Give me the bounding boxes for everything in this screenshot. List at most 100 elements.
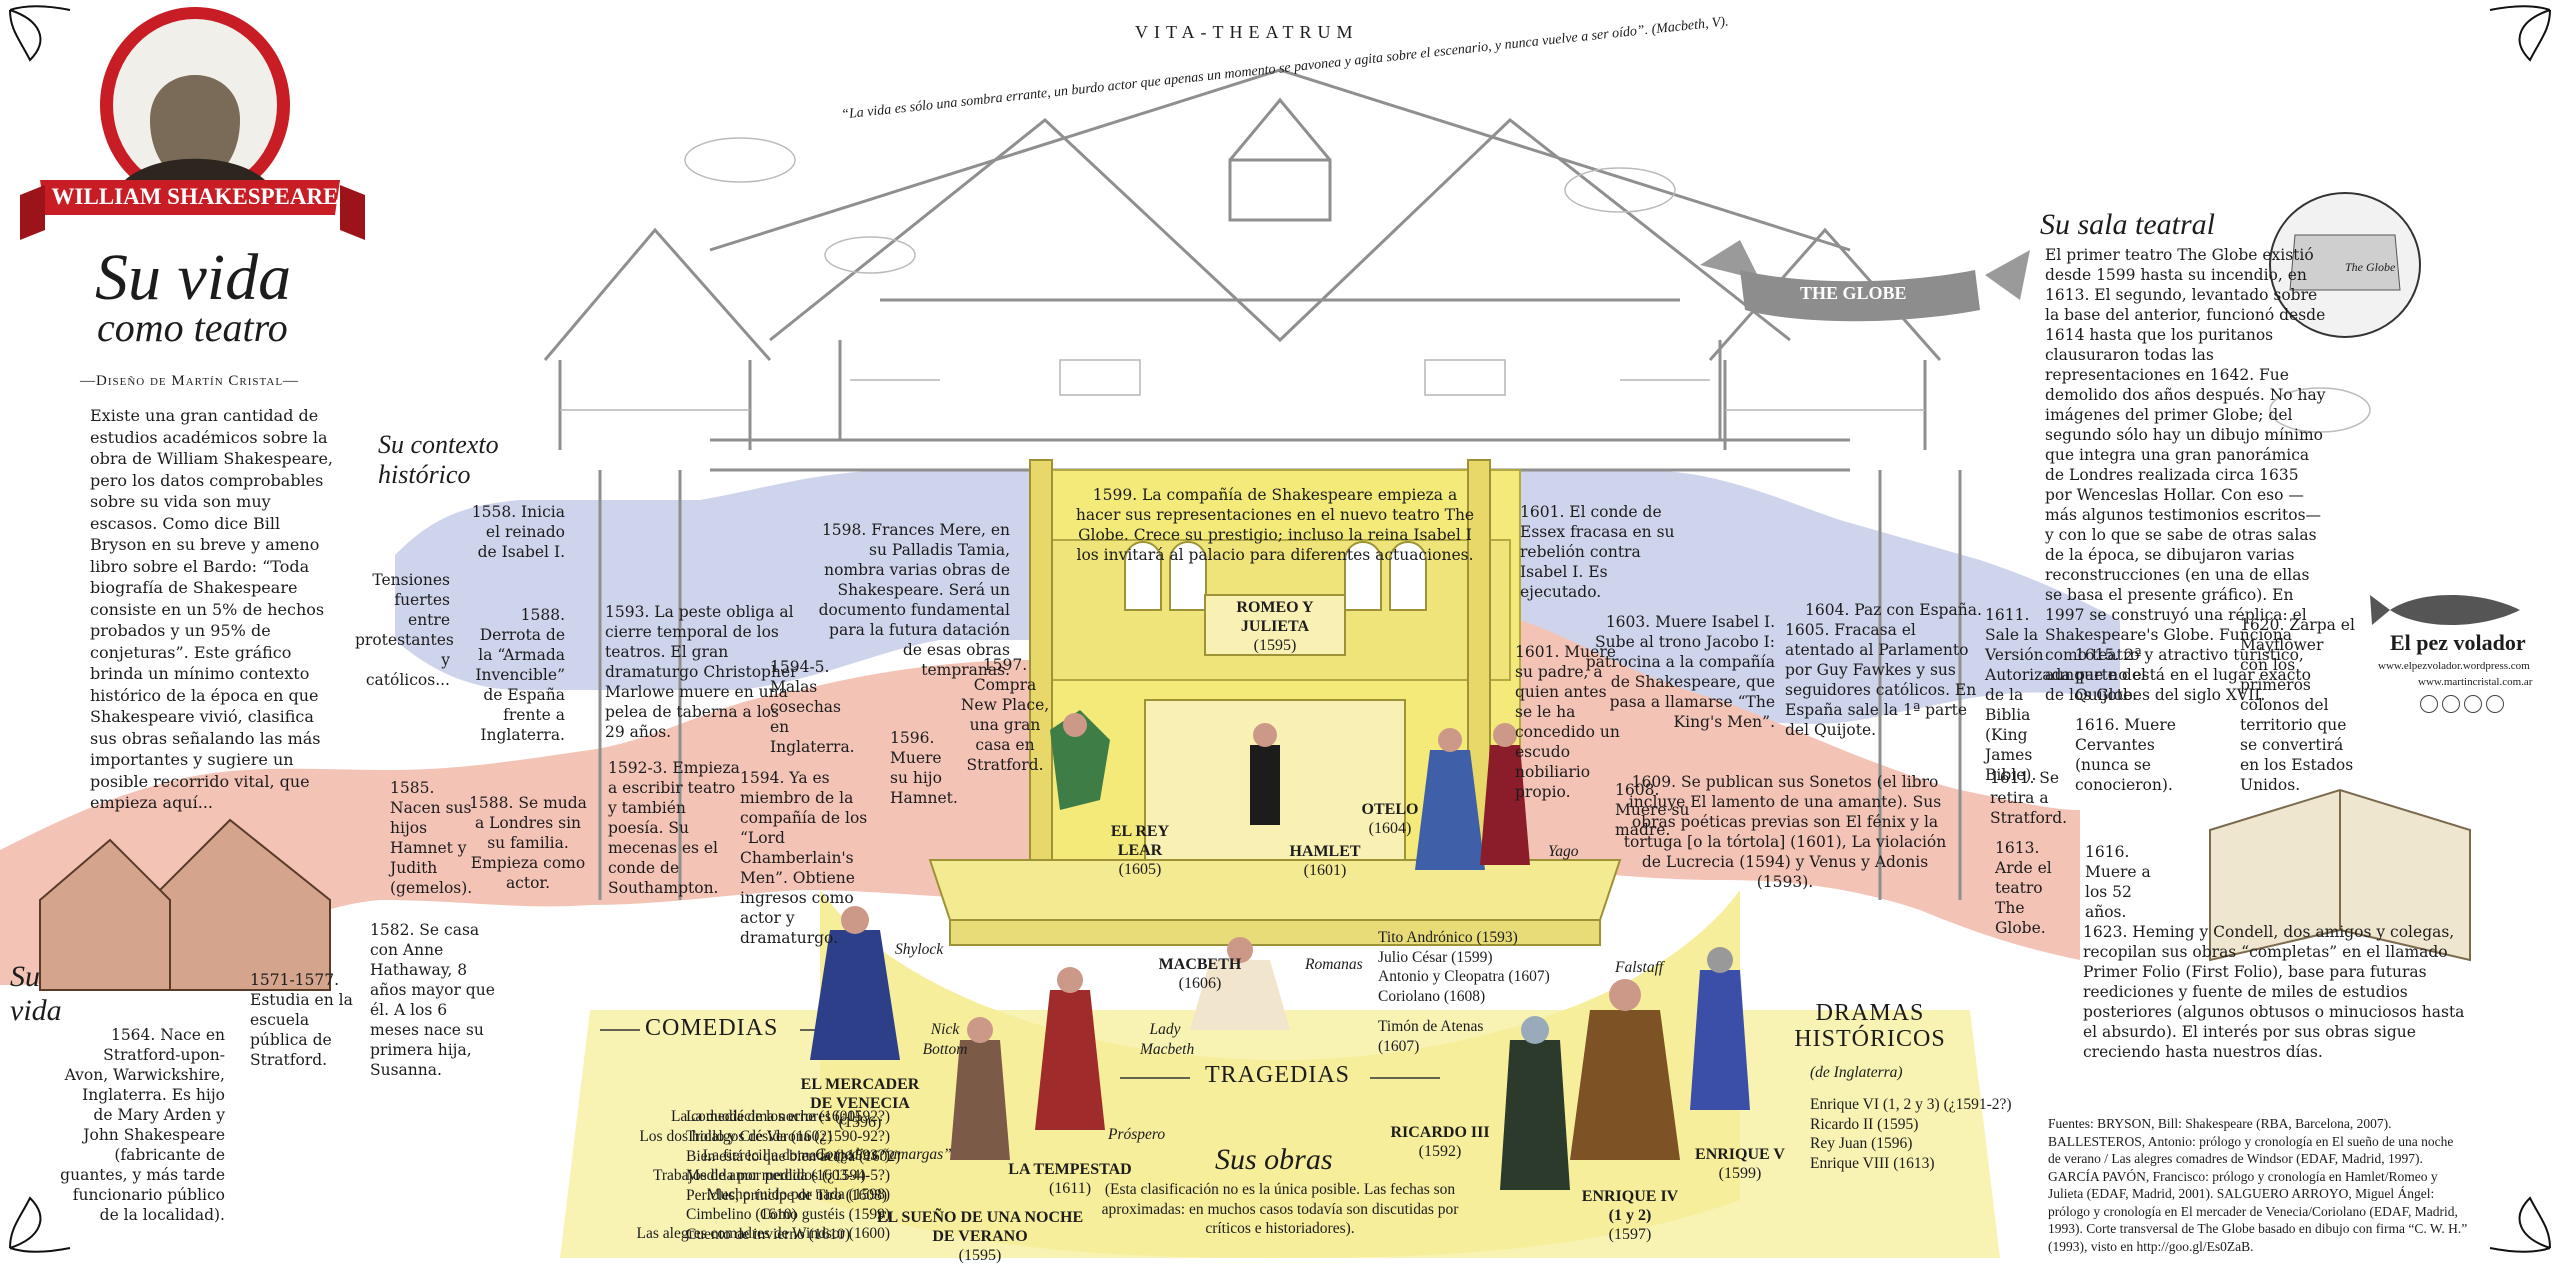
list-item: Enrique VIII (1613) <box>1810 1154 1935 1172</box>
life-1616: 1616. Muere a los 52 años. <box>2085 843 2151 921</box>
list-item: La comedia de los errores (¿1592?) <box>670 1108 890 1125</box>
page-subtitle: como teatro <box>97 305 288 350</box>
character-falstaff: Falstaff <box>1615 959 1664 976</box>
intro-text: Existe una gran cantidad de estudios aca… <box>90 406 334 812</box>
list-item: La duodécima noche (1600) <box>686 1108 861 1125</box>
life-1613: 1613. Arde el teatro The Globe. <box>1995 839 2052 937</box>
play-ricardo3-year: (1592) <box>1418 1143 1462 1160</box>
play-macbeth-title: MACBETH <box>1158 956 1242 973</box>
play-enrique4-title: ENRIQUE IV (1 y 2) <box>1581 1188 1679 1224</box>
category-tragedias: TRAGEDIAS <box>1205 1062 1350 1088</box>
brand-name: El pez volador <box>2390 630 2526 655</box>
character-yago: Yago <box>1548 843 1579 860</box>
life-1623: 1623. Heming y Condell, dos amigos y col… <box>2083 923 2465 1061</box>
play-mercader-year: (1596) <box>838 1114 882 1131</box>
romanas-list: Tito Andrónico (1593) Julio César (1599)… <box>1378 928 1578 1006</box>
life-1594: 1594. Ya es miembro de la compañía de lo… <box>740 769 868 947</box>
play-lear-title: EL REY LEAR <box>1110 823 1170 859</box>
list-item: Pericles, príncipe de Tiro (1608) <box>686 1186 888 1204</box>
play-hamlet-title: HAMLET <box>1289 843 1361 860</box>
comedias-list: La comedia de los errores (¿1592?) Los d… <box>570 1107 890 1244</box>
event-1611-bible: 1611. Sale la Versión Autorizada de la B… <box>1985 606 2071 784</box>
event-1603: 1603. Muere Isabel I. Sube al trono Jaco… <box>1585 613 1775 731</box>
play-romeo: ROMEO Y JULIETA (1595) <box>1205 598 1345 655</box>
timon-item: Timón de Atenas (1607) <box>1378 1018 1484 1055</box>
play-ricardo3-title: RICARDO III <box>1390 1124 1490 1141</box>
play-sueno-year: (1595) <box>958 1247 1002 1264</box>
globe-sketch-caption: The Globe <box>2345 260 2396 274</box>
character-lady-macbeth: Lady Macbeth <box>1140 1021 1195 1058</box>
event-1599: 1599. La compañía de Shakespeare empieza… <box>1075 486 1475 564</box>
romanas-label: Romanas <box>1305 956 1363 973</box>
life-1608: 1608. Muere su madre. <box>1615 781 1690 839</box>
event-1615: 1615. 2ª parte del Quijote. <box>2075 646 2146 704</box>
play-ricardo3: RICARDO III (1592) <box>1385 1123 1495 1161</box>
list-item: Antonio y Cleopatra (1607) <box>1378 968 1550 985</box>
life-1596: 1596. Muere su hijo Hamnet. <box>890 729 958 807</box>
historicos-list: Enrique VI (1, 2 y 3) (¿1591-2?) Ricardo… <box>1810 1095 2050 1173</box>
portrait-banner: WILLIAM SHAKESPEARE <box>51 184 339 209</box>
list-item: Cuento de invierno (1610) <box>686 1225 851 1243</box>
play-hamlet: HAMLET (1601) <box>1285 842 1365 880</box>
play-lear-year: (1605) <box>1118 861 1162 878</box>
play-enrique5: ENRIQUE V (1599) <box>1690 1145 1790 1183</box>
brand-url-blog[interactable]: www.elpezvolador.wordpress.com <box>2378 660 2530 672</box>
amargas-list-2: Troilo y Crésida (1602) <box>686 1107 916 1127</box>
life-1597: 1597. Compra New Place, una gran casa en… <box>960 656 1050 774</box>
list-item: Mucho ruido por nada (1598) <box>706 1186 890 1203</box>
section-context: Su contexto histórico <box>378 430 499 489</box>
category-historicos-line1: DRAMAS <box>1815 1000 1925 1026</box>
event-1588-armada: 1588. Derrota de la “Armada Invencible” … <box>475 606 565 744</box>
life-1582: 1582. Se casa con Anne Hathaway, 8 años … <box>370 921 495 1079</box>
category-comedias: COMEDIAS <box>645 1015 779 1041</box>
event-1605: 1605. Fracasa el atentado al Parlamento … <box>1785 621 1977 739</box>
event-tensions: Tensiones fuertes entre protestantes y c… <box>355 571 454 689</box>
play-romeo-title: ROMEO Y JULIETA <box>1236 599 1314 635</box>
list-item: Cimbelino (1610) <box>686 1206 797 1223</box>
event-1604: 1604. Paz con España. <box>1805 601 1982 619</box>
list-item: Medida por medida (1603-4) <box>686 1167 866 1184</box>
theatre-title: VITA-THEATRUM <box>1135 22 1359 42</box>
play-lear: EL REY LEAR (1605) <box>1100 822 1180 879</box>
list-item: Rey Juan (1596) <box>1810 1135 1913 1152</box>
play-sueno-title: EL SUEÑO DE UNA NOCHE DE VERANO <box>876 1209 1084 1245</box>
list-item: Julio César (1599) <box>1378 948 1493 966</box>
play-enrique4-year: (1597) <box>1608 1226 1652 1243</box>
globe-history-text: El primer teatro The Globe existió desde… <box>2045 246 2326 704</box>
sources-text: Fuentes: BRYSON, Bill: Shakespeare (RBA,… <box>2048 1116 2468 1254</box>
list-item: Como gustéis (1599) <box>759 1205 890 1223</box>
list-item: Bien está lo que bien acaba (1602) <box>686 1147 901 1165</box>
event-1601-essex: 1601. El conde de Essex fracasa en su re… <box>1520 503 1675 601</box>
list-item: La fierecilla domada (¿1593?) <box>702 1147 890 1164</box>
works-note: (Esta clasificación no es la única posib… <box>1101 1181 1459 1237</box>
amargas-items-col: Troilo y Crésida (1602) Bien está lo que… <box>686 1127 916 1244</box>
play-otelo: OTELO (1604) <box>1350 800 1430 838</box>
list-item: Ricardo II (1595) <box>1810 1115 1919 1133</box>
play-otelo-title: OTELO <box>1361 801 1419 818</box>
list-item: Los dos hidalgos de Verona (¿1590-92?) <box>639 1127 890 1145</box>
play-macbeth-year: (1606) <box>1178 975 1222 992</box>
historicos-subtitle: (de Inglaterra) <box>1810 1064 1903 1081</box>
event-1616-cervantes: 1616. Muere Cervantes (nunca se conocier… <box>2075 716 2176 794</box>
play-otelo-year: (1604) <box>1368 820 1412 837</box>
life-1585: 1585. Nacen sus hijos Hamnet y Judith (g… <box>390 779 473 897</box>
category-historicos-line2: HISTÓRICOS <box>1794 1026 1946 1052</box>
list-item: Las alegres comadres de Windsor (1600) <box>636 1225 890 1242</box>
character-nick-bottom: Nick Bottom <box>922 1021 968 1058</box>
design-credit: —Diseño de Martín Cristal— <box>80 373 300 389</box>
brand-url-site[interactable]: www.martincristal.com.ar <box>2418 676 2533 688</box>
page-title: Su vida <box>95 241 292 314</box>
section-works: Sus obras <box>1215 1143 1333 1176</box>
amargas-list-actual: La duodécima noche (1600) <box>686 1107 896 1127</box>
event-1598: 1598. Frances Mere, en su Palladis Tamia… <box>818 521 1010 679</box>
play-hamlet-year: (1601) <box>1303 862 1347 879</box>
life-1592: 1592-3. Empieza a escribir teatro y tamb… <box>608 759 740 897</box>
play-mercader: EL MERCADER DE VENECIA (1596) <box>795 1075 925 1132</box>
life-1609: 1609. Se publican sus Sonetos (el libro … <box>1623 773 1947 891</box>
life-1601: 1601. Muere su padre, a quien antes se l… <box>1515 643 1620 801</box>
play-romeo-year: (1595) <box>1253 637 1297 654</box>
life-1564: 1564. Nace en Stratford-upon-Avon, Warwi… <box>60 1026 225 1224</box>
life-1571: 1571-1577. Estudia en la escuela pública… <box>250 971 353 1069</box>
section-theatre: Su sala teatral <box>2040 208 2216 241</box>
play-enrique4: ENRIQUE IV (1 y 2) (1597) <box>1575 1187 1685 1244</box>
